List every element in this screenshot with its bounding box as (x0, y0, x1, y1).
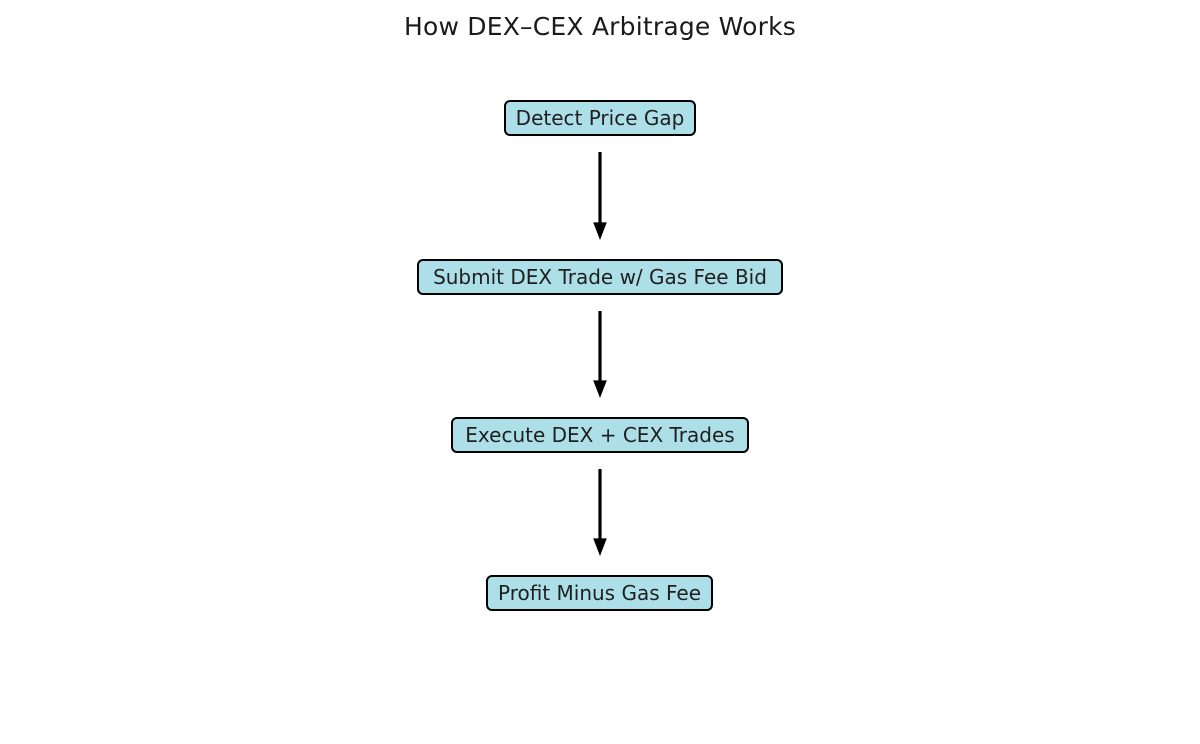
page-title: How DEX–CEX Arbitrage Works (403, 12, 796, 41)
flow-arrow-2 (593, 311, 607, 398)
flow-node-label: Detect Price Gap (515, 105, 685, 130)
flow-node-profit-minus-gas[interactable]: Profit Minus Gas Fee (486, 575, 713, 611)
flow-arrow-1 (593, 152, 607, 240)
flow-node-detect-price-gap[interactable]: Detect Price Gap (504, 100, 696, 136)
flow-node-execute-trades[interactable]: Execute DEX + CEX Trades (451, 417, 749, 453)
flow-node-submit-dex-trade[interactable]: Submit DEX Trade w/ Gas Fee Bid (417, 259, 783, 295)
flow-arrow-3 (593, 469, 607, 556)
flow-node-label: Submit DEX Trade w/ Gas Fee Bid (433, 264, 767, 289)
flow-node-label: Execute DEX + CEX Trades (465, 422, 735, 447)
flow-node-label: Profit Minus Gas Fee (497, 580, 702, 605)
